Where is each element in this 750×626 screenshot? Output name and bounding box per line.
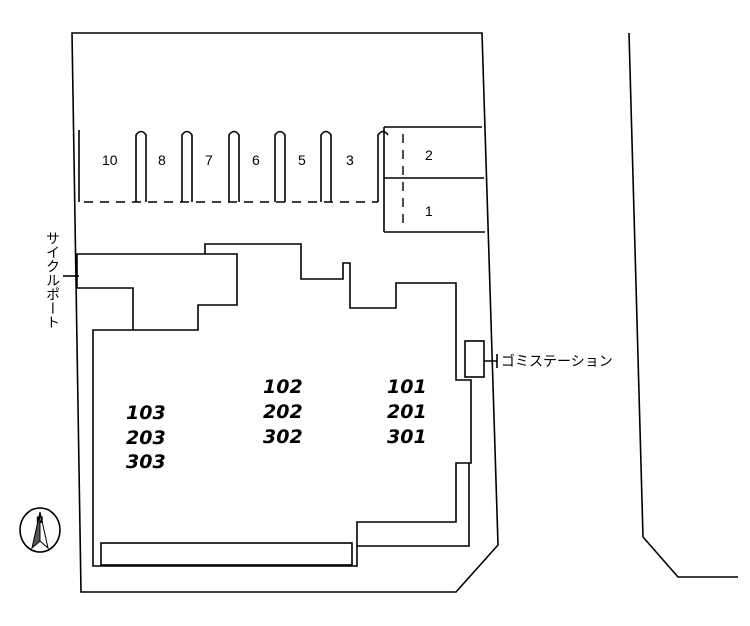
unit-202: 202	[263, 401, 303, 423]
unit-102: 102	[263, 376, 303, 398]
road-edge	[628, 32, 738, 578]
slot-10: 10	[102, 152, 118, 168]
building-outline	[76, 243, 472, 567]
unit-203: 203	[126, 427, 166, 449]
slot-3: 3	[346, 152, 354, 168]
garbage-station-box	[464, 340, 485, 378]
slot-1: 1	[425, 203, 433, 219]
garbage-station-label: ゴミステーション	[501, 353, 613, 370]
unit-103: 103	[126, 402, 166, 424]
compass-mark: N	[36, 516, 44, 526]
slot-5: 5	[298, 152, 306, 168]
garbage-station-leader	[484, 354, 498, 368]
parking-spaces-side	[383, 126, 485, 233]
cycle-port-area	[133, 253, 238, 331]
slot-7: 7	[205, 152, 213, 168]
unit-201: 201	[387, 401, 427, 423]
slot-6: 6	[252, 152, 260, 168]
south-balcony	[100, 542, 353, 566]
unit-303: 303	[126, 451, 166, 473]
slot-8: 8	[158, 152, 166, 168]
inner-wall	[357, 463, 470, 547]
cycle-port-label: サイクルポート	[44, 231, 60, 329]
unit-302: 302	[263, 426, 303, 448]
site-boundary	[71, 32, 499, 593]
unit-101: 101	[387, 376, 427, 398]
slot-2: 2	[425, 147, 433, 163]
unit-301: 301	[387, 426, 427, 448]
parking-dividers	[78, 130, 389, 203]
north-compass-icon: N	[19, 507, 61, 553]
